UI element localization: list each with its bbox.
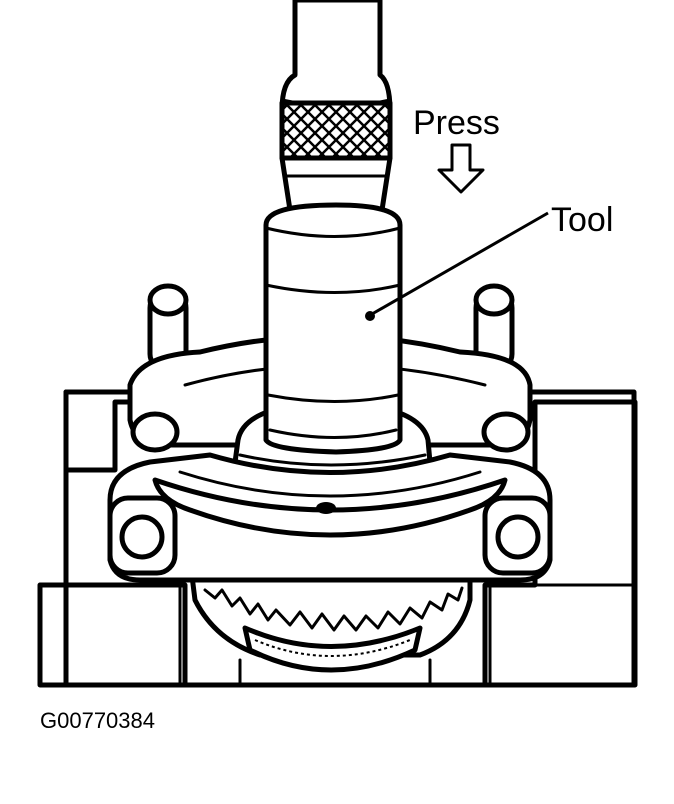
rear-bolt-left: [147, 283, 189, 373]
press-label: Press: [413, 104, 500, 142]
tool-leader-line: [371, 211, 549, 316]
tool-label: Tool: [551, 201, 613, 239]
press-ram: [279, 0, 393, 222]
gear-assembly: [187, 557, 473, 687]
figure-id: G00770384: [40, 708, 155, 733]
press-arrow-icon: [437, 143, 485, 194]
support-block: [37, 389, 638, 688]
tool-cylinder: [263, 202, 403, 455]
separator-front: [107, 452, 553, 583]
